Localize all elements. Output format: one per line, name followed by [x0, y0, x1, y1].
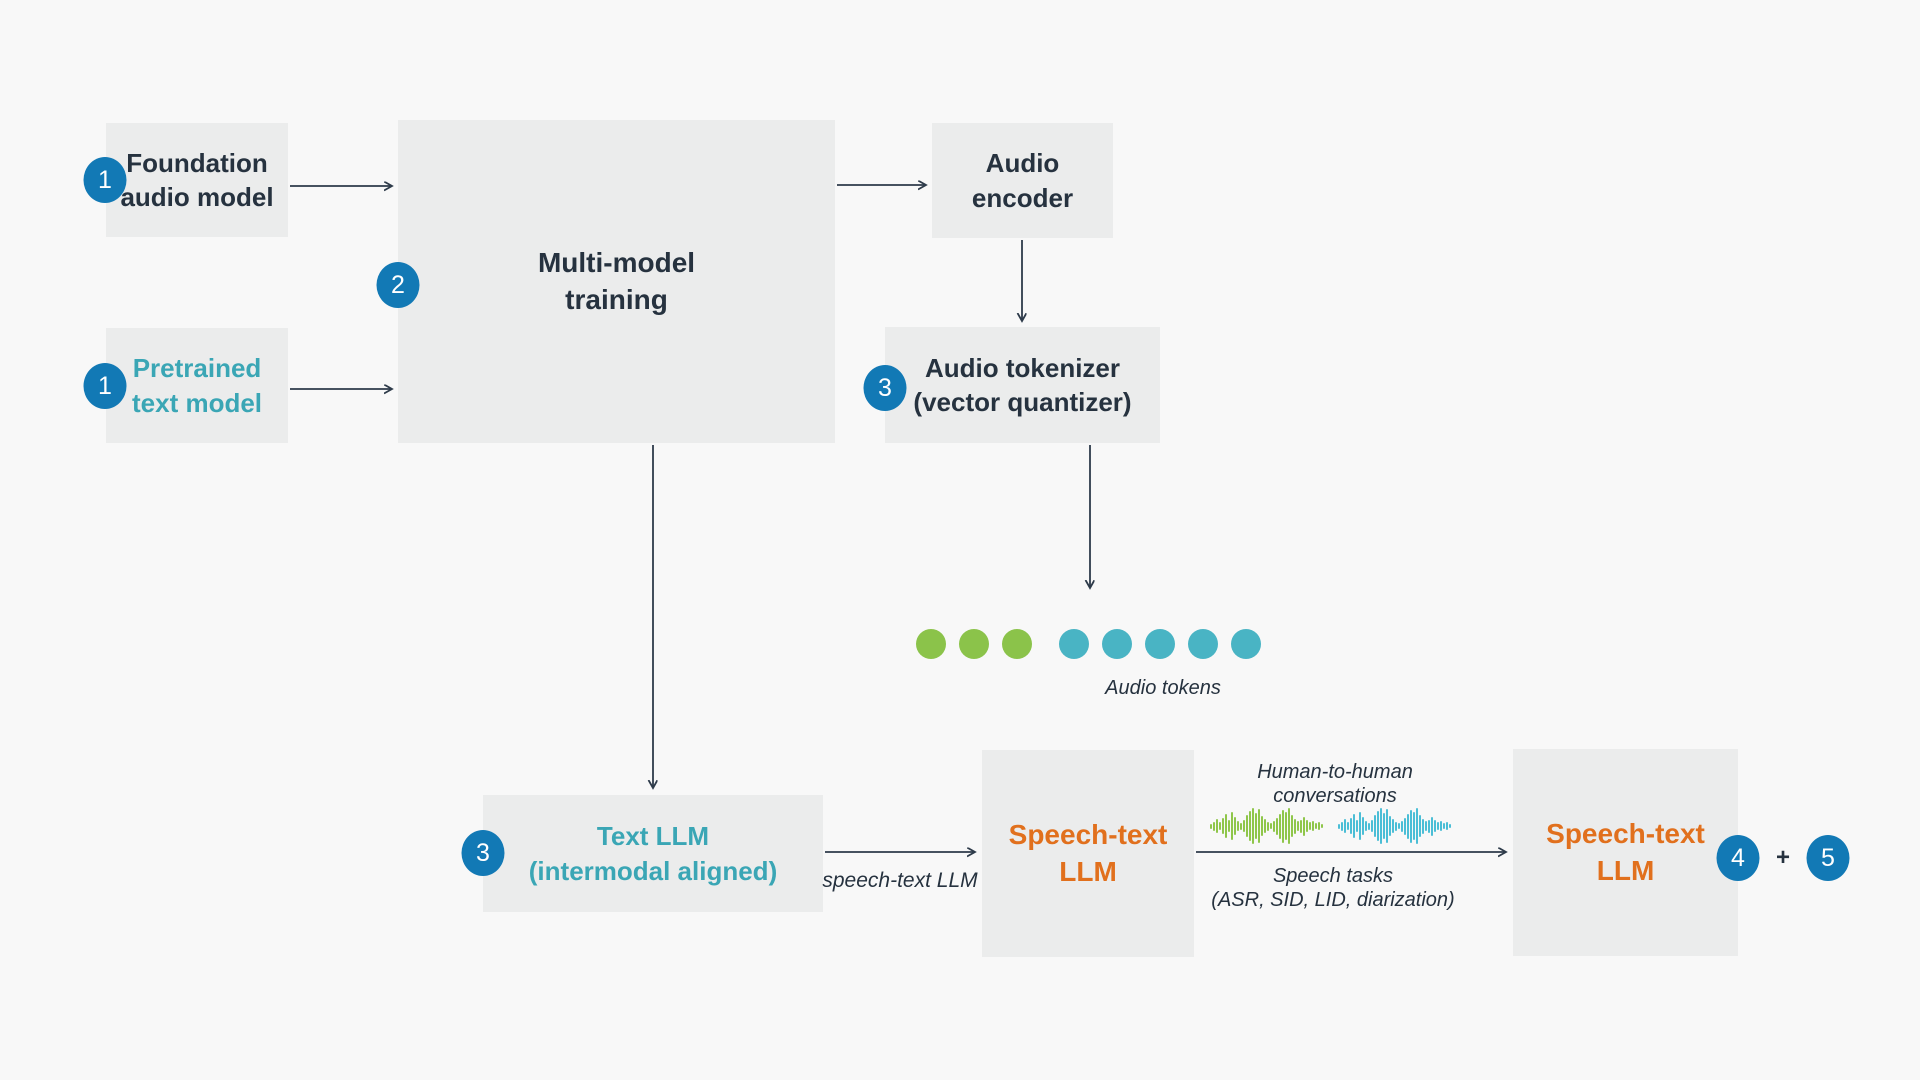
waveform-cyan-group-icon: [1338, 806, 1452, 846]
speech-text-llm-mid-box: Speech-text LLM: [982, 750, 1194, 957]
waveform-green-group-icon: [1210, 806, 1324, 846]
pretrained-text-model-label: Pretrained text model: [131, 353, 263, 418]
step3-tokenizer-badge: 3: [863, 365, 907, 411]
token-dot: [1102, 629, 1132, 659]
foundation-audio-model-box: Foundation audio model: [106, 123, 288, 237]
plus-sign: +: [1775, 844, 1791, 871]
foundation-audio-model-label: Foundation audio model: [120, 147, 274, 212]
token-dot: [1145, 629, 1175, 659]
audio-tokenizer-label: Audio tokenizer (vector quantizer): [913, 352, 1132, 417]
audio-tokenizer-box: Audio tokenizer (vector quantizer): [885, 327, 1160, 443]
token-dot: [959, 629, 989, 659]
audio-tokens-dots: [916, 629, 1261, 659]
step2-badge: 2: [376, 262, 420, 308]
step3-text-llm-badge: 3: [461, 830, 505, 876]
step5-badge: 5: [1806, 835, 1850, 881]
token-dot: [916, 629, 946, 659]
text-llm-box: Text LLM (intermodal aligned): [483, 795, 823, 912]
token-dot: [1188, 629, 1218, 659]
waveform-icon: [1210, 806, 1460, 846]
text-llm-label: Text LLM (intermodal aligned): [528, 821, 778, 886]
step1-audio-badge: 1: [83, 157, 127, 203]
speech-text-llm-arrow-label: speech-text LLM: [822, 869, 978, 892]
multi-model-training-label: Multi-model training: [537, 246, 696, 315]
speech-tasks-label: Speech tasks (ASR, SID, LID, diarization…: [1211, 865, 1455, 912]
human-conversations-label: Human-to-human conversations: [1257, 761, 1413, 808]
step1-text-badge: 1: [83, 363, 127, 409]
speech-text-llm-mid-label: Speech-text LLM: [1008, 818, 1168, 887]
audio-tokens-label: Audio tokens: [1105, 677, 1221, 699]
audio-encoder-box: Audio encoder: [932, 123, 1113, 238]
speech-text-llm-final-label: Speech-text LLM: [1546, 817, 1705, 886]
step4-badge: 4: [1716, 835, 1760, 881]
pretrained-text-model-box: Pretrained text model: [106, 328, 288, 443]
token-dot: [1231, 629, 1261, 659]
token-dot: [1002, 629, 1032, 659]
audio-encoder-label: Audio encoder: [971, 148, 1074, 213]
speech-text-llm-final-box: Speech-text LLM: [1513, 749, 1738, 956]
multi-model-training-box: Multi-model training: [398, 120, 835, 443]
token-dot: [1059, 629, 1089, 659]
